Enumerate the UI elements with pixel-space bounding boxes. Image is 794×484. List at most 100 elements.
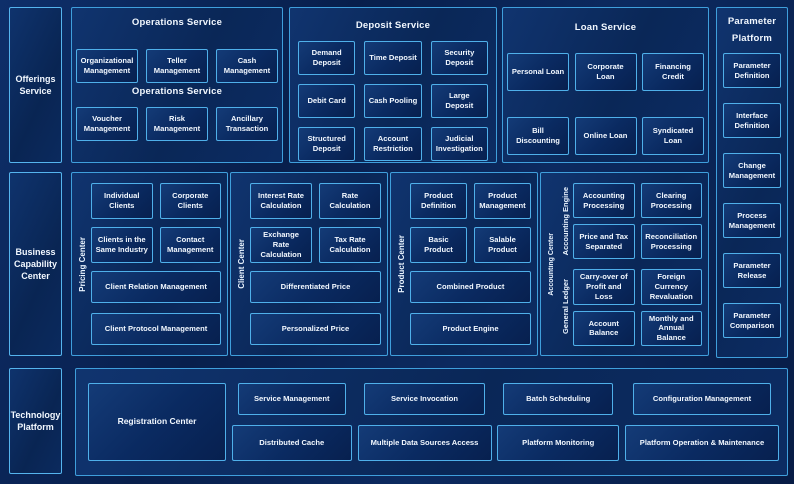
box-time-deposit: Time Deposit [364,41,422,75]
box-differentiated-price: Differentiated Price [250,271,381,303]
operations-row-2: Voucher Management Risk Management Ancil… [72,107,282,141]
tech-column-4: Configuration Management Platform Operat… [625,383,779,461]
operations-service-panel: Operations Service Organizational Manage… [71,7,283,163]
client-row-2: Clients in the Same Industry Contact Man… [91,227,221,263]
box-personal-loan: Personal Loan [507,53,569,91]
box-exchange-rate-calculation: Exchange Rate Calculation [250,227,312,263]
box-product-definition: Product Definition [410,183,467,219]
box-teller-management: Teller Management [146,49,208,83]
operations-service-subtitle: Operations Service [131,86,223,97]
box-judicial-investigation: Judicial Investigation [430,127,488,161]
box-process-management: Process Management [723,203,781,238]
parameter-platform-panel: Parameter Platform Parameter Definition … [716,7,788,358]
box-interface-definition: Interface Definition [723,103,781,138]
tech-column-3: Batch Scheduling Platform Monitoring [497,383,620,461]
box-account-balance: Account Balance [573,310,635,347]
pricing-row-2: Exchange Rate Calculation Tax Rate Calcu… [250,227,381,263]
client-row-1: Individual Clients Corporate Clients [91,183,221,219]
box-tax-rate-calculation: Tax Rate Calculation [319,227,381,263]
box-parameter-release: Parameter Release [723,253,781,288]
box-organizational-management: Organizational Management [76,49,138,83]
box-foreign-currency-revaluation: Foreign Currency Revaluation [640,269,702,305]
box-rate-calculation: Rate Calculation [319,183,381,219]
box-security-deposit: Security Deposit [430,41,488,75]
business-capability-center-label: Business Capability Center [9,172,62,356]
product-row-2: Basic Product Salable Product [410,227,531,263]
loan-row-1: Personal Loan Corporate Loan Financing C… [503,53,708,91]
box-salable-product: Salable Product [474,227,531,263]
product-row-1: Product Definition Product Management [410,183,531,219]
box-configuration-management: Configuration Management [632,383,772,415]
box-change-management: Change Management [723,153,781,188]
box-carry-over-profit-loss: Carry-over of Profit and Loss [573,269,635,305]
box-clients-same-industry: Clients in the Same Industry [91,227,153,263]
loan-row-2: Bill Discounting Online Loan Syndicated … [503,117,708,155]
box-large-deposit: Large Deposit [430,84,488,118]
box-monthly-annual-balance: Monthly and Annual Balance [640,310,702,347]
general-ledger-vertical-label: General Ledger [560,279,570,335]
product-center-vertical-label: Product Center [397,235,406,293]
tech-column-2: Service Invocation Multiple Data Sources… [357,383,492,461]
deposit-service-panel: Deposit Service Demand Deposit Time Depo… [289,7,497,163]
box-syndicated-loan: Syndicated Loan [642,117,704,155]
box-combined-product: Combined Product [410,271,531,303]
box-individual-clients: Individual Clients [91,183,153,219]
box-product-engine: Product Engine [410,313,531,345]
accounting-center-vertical-label: Accounting Center [547,232,555,296]
accounting-panel: Accounting Center Accounting Engine Acco… [540,172,709,356]
box-multiple-data-sources-access: Multiple Data Sources Access [357,425,492,461]
box-parameter-definition: Parameter Definition [723,53,781,88]
client-center-vertical-label: Client Center [237,239,246,289]
offerings-service-label: Offerings Service [9,7,62,163]
pricing-center-vertical-label: Pricing Center [78,236,87,292]
pricing-row-1: Interest Rate Calculation Rate Calculati… [250,183,381,219]
box-batch-scheduling: Batch Scheduling [503,383,614,415]
loan-service-title: Loan Service [574,22,637,33]
box-platform-operation-maintenance: Platform Operation & Maintenance [625,425,779,461]
box-ancillary-transaction: Ancillary Transaction [216,107,278,141]
box-demand-deposit: Demand Deposit [298,41,356,75]
box-voucher-management: Voucher Management [76,107,138,141]
deposit-service-title: Deposit Service [355,20,431,31]
accounting-engine-vertical-label: Accounting Engine [560,186,570,256]
box-service-invocation: Service Invocation [364,383,485,415]
tech-column-1: Service Management Distributed Cache [231,383,352,461]
box-clearing-processing: Clearing Processing [640,183,702,218]
loan-service-panel: Loan Service Personal Loan Corporate Loa… [502,7,709,163]
box-risk-management: Risk Management [146,107,208,141]
box-financing-credit: Financing Credit [642,53,704,91]
deposit-grid: Demand Deposit Time Deposit Security Dep… [298,41,488,161]
parameter-platform-title-line2: Platform [731,33,773,44]
box-platform-monitoring: Platform Monitoring [497,425,620,461]
box-debit-card: Debit Card [298,84,356,118]
box-online-loan: Online Loan [574,117,637,155]
box-bill-discounting: Bill Discounting [507,117,569,155]
parameter-platform-title-line1: Parameter [727,16,777,27]
box-cash-pooling: Cash Pooling [364,84,422,118]
box-registration-center: Registration Center [88,383,226,461]
box-structured-deposit: Structured Deposit [298,127,356,161]
operations-row-1: Organizational Management Teller Managem… [72,49,282,83]
box-corporate-loan: Corporate Loan [574,53,637,91]
box-distributed-cache: Distributed Cache [231,425,352,461]
box-account-restriction: Account Restriction [364,127,422,161]
client-panel: Pricing Center Individual Clients Corpor… [71,172,228,356]
operations-service-title: Operations Service [131,17,223,28]
box-client-protocol-management: Client Protocol Management [91,313,221,345]
technology-platform-label: Technology Platform [9,368,62,474]
box-basic-product: Basic Product [410,227,467,263]
technology-platform-panel: Registration Center Service Management D… [75,368,788,476]
box-corporate-clients: Corporate Clients [159,183,221,219]
box-service-management: Service Management [237,383,346,415]
box-parameter-comparison: Parameter Comparison [723,303,781,338]
box-product-management: Product Management [474,183,531,219]
box-interest-rate-calculation: Interest Rate Calculation [250,183,312,219]
box-cash-management: Cash Management [216,49,278,83]
box-price-and-tax-separated: Price and Tax Separated [573,224,635,259]
pricing-panel: Client Center Interest Rate Calculation … [230,172,388,356]
general-ledger-group: General Ledger Carry-over of Profit and … [558,269,702,347]
box-contact-management: Contact Management [159,227,221,263]
box-reconciliation-processing: Reconciliation Processing [640,224,702,259]
product-panel: Product Center Product Definition Produc… [390,172,538,356]
